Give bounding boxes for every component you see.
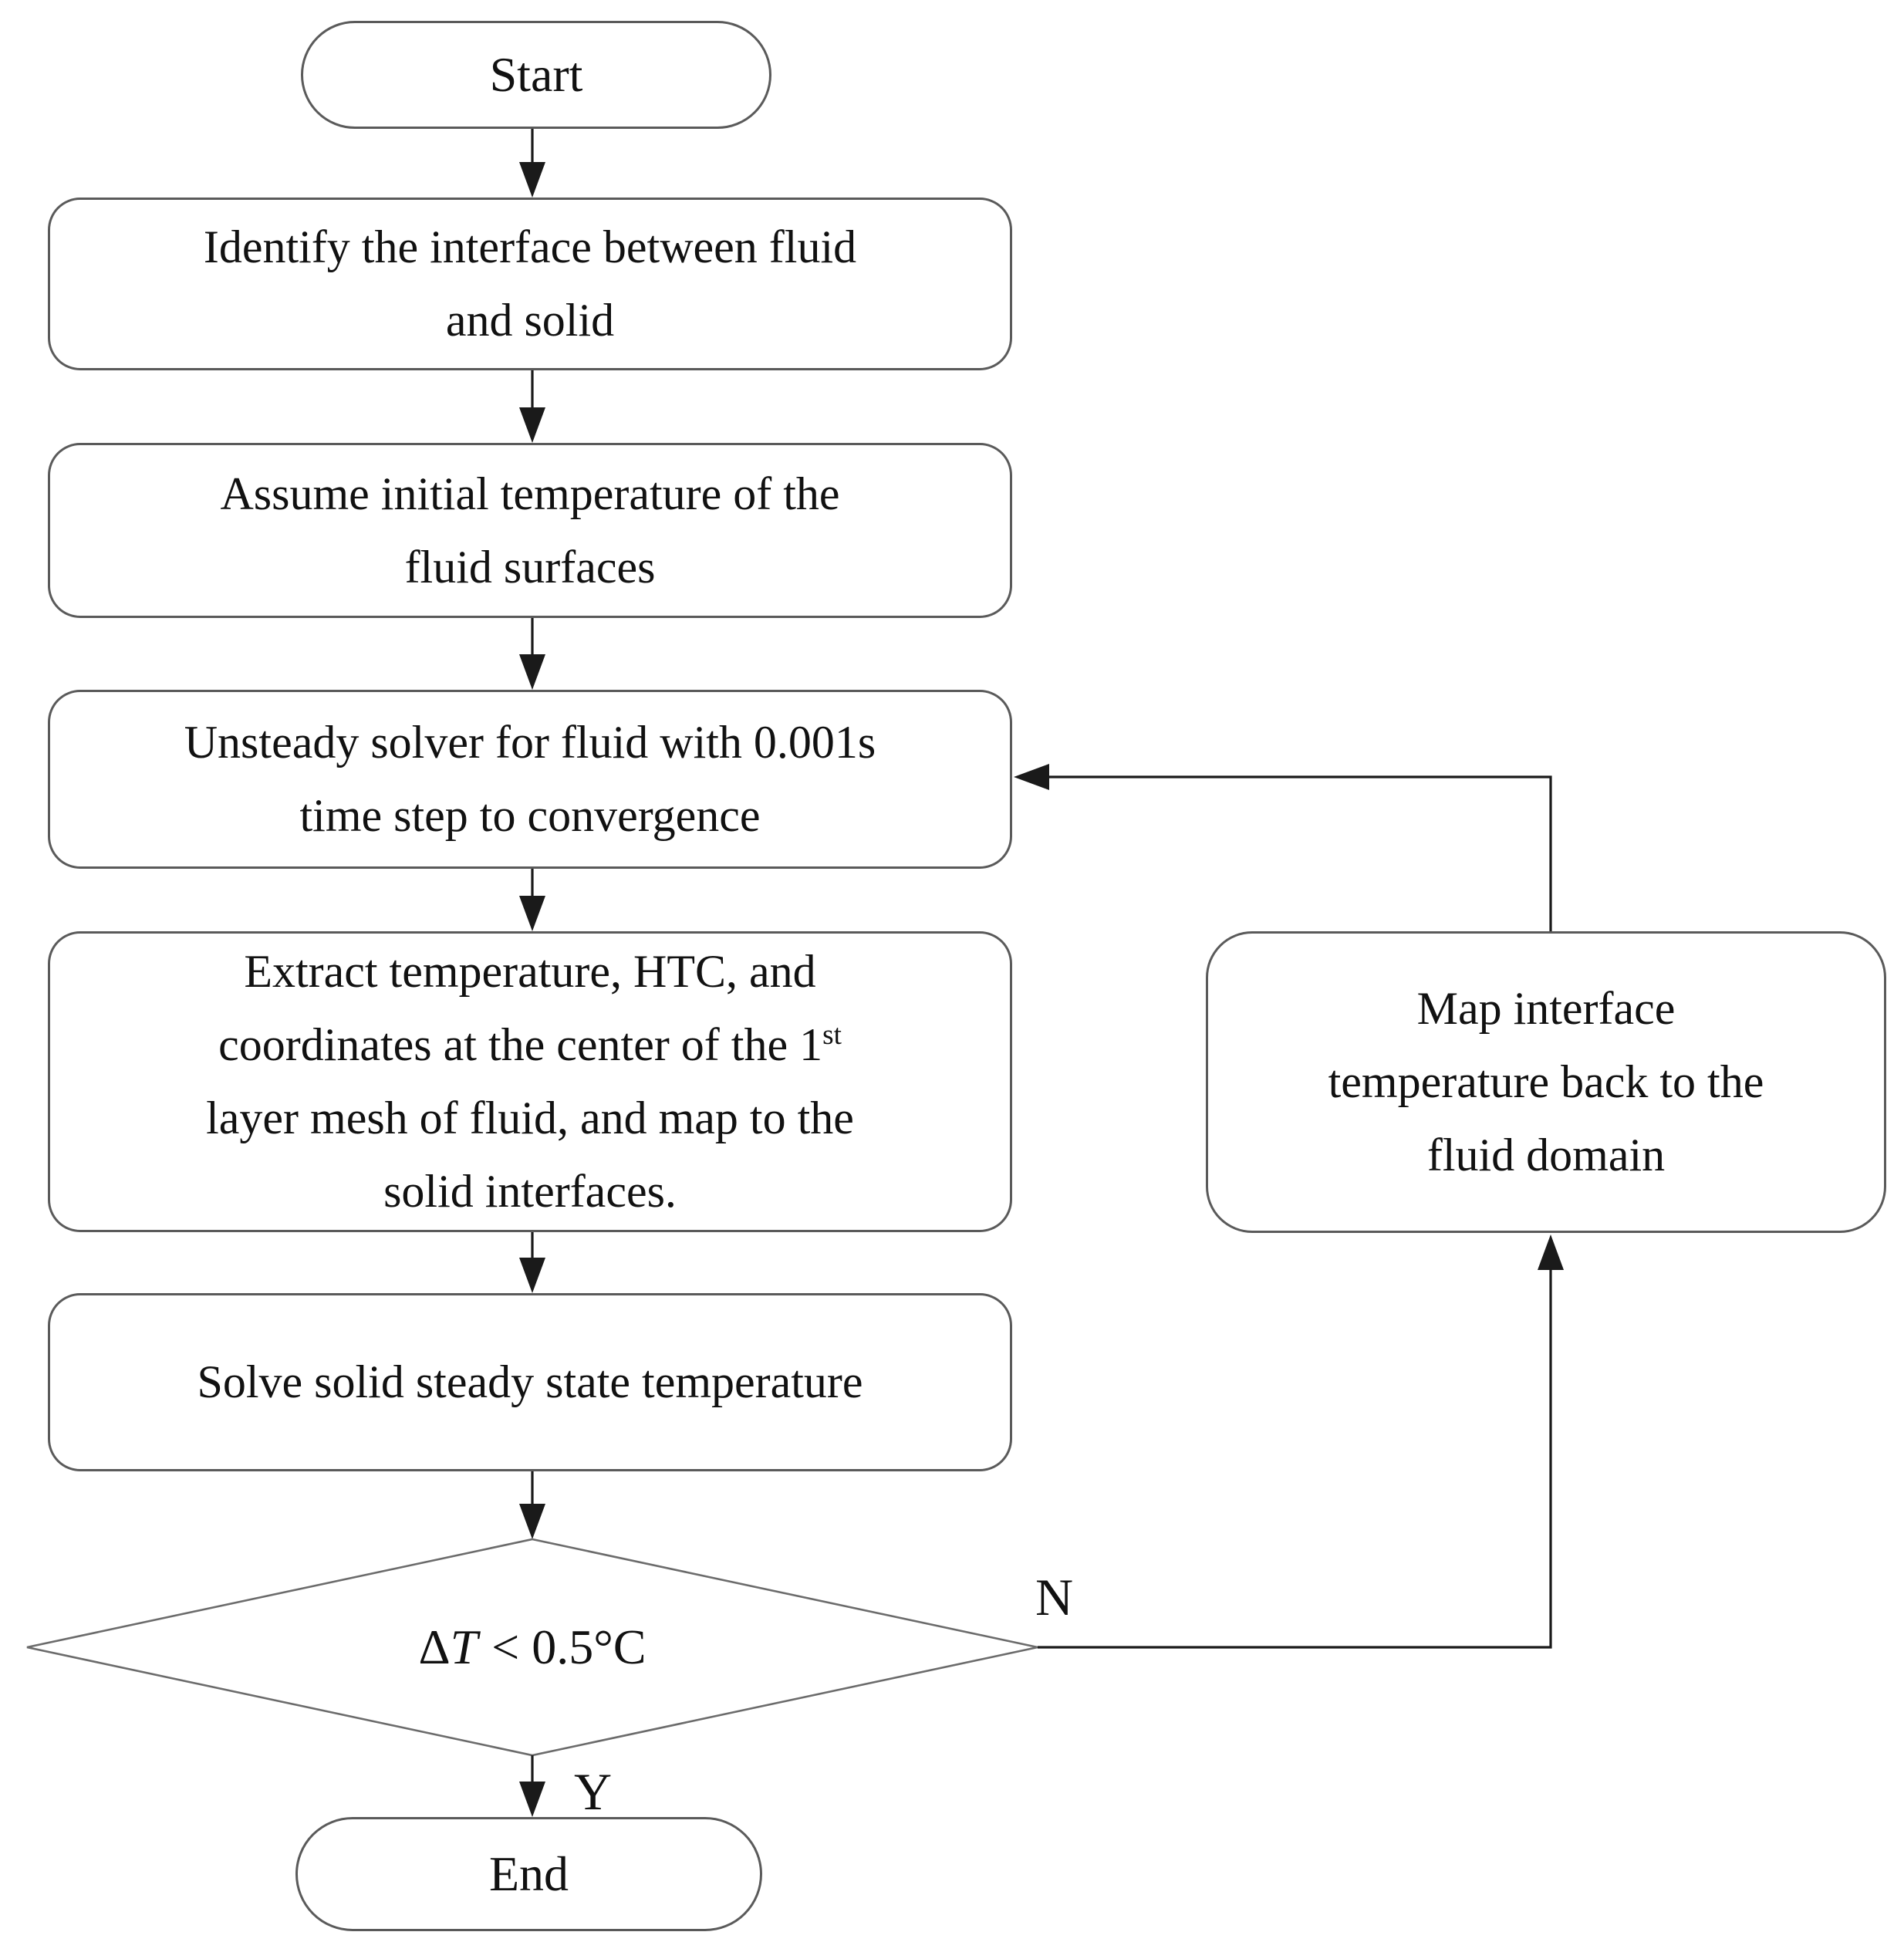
connector-decision-end <box>519 1755 545 1817</box>
node-identify-line: Identify the interface between fluid <box>203 221 857 273</box>
node-assume-line: Assume initial temperature of the <box>220 468 840 519</box>
node-end-label: End <box>488 1846 569 1902</box>
connector-solver-extract <box>519 869 545 931</box>
node-assume-line: fluid surfaces <box>404 541 656 593</box>
node-unsteady-solver: Unsteady solver for fluid with 0.001s ti… <box>48 690 1012 869</box>
node-mapback-line: fluid domain <box>1426 1129 1666 1180</box>
decision-temperature-variable: T <box>450 1619 478 1674</box>
node-identify-line: and solid <box>445 295 615 346</box>
edge-label-yes: Y <box>574 1762 613 1821</box>
node-identify-interface: Identify the interface between fluid and… <box>48 198 1012 370</box>
node-end: End <box>295 1817 762 1931</box>
node-extract-line2-text: coordinates at the center of the 1 <box>218 1019 823 1071</box>
decision-delta-symbol: Δ <box>418 1619 451 1674</box>
node-extract-superscript: st <box>822 1019 842 1052</box>
connector-extract-solvesolid <box>519 1232 545 1293</box>
node-extract-map: Extract temperature, HTC, and coordinate… <box>48 931 1012 1232</box>
connector-identify-assume <box>519 370 545 443</box>
connector-decision-mapback <box>1038 1234 1564 1649</box>
node-extract-line: coordinates at the center of the 1st <box>218 1008 842 1082</box>
node-extract-line: layer mesh of fluid, and map to the <box>206 1093 854 1143</box>
node-extract-line: solid interfaces. <box>383 1165 677 1217</box>
decision-threshold: < 0.5°C <box>491 1619 646 1674</box>
node-start-label: Start <box>489 47 583 103</box>
node-solve-solid: Solve solid steady state temperature <box>48 1293 1012 1471</box>
node-assume-initial-temperature: Assume initial temperature of the fluid … <box>48 443 1012 618</box>
connector-mapback-solver <box>1014 764 1552 931</box>
node-solve-solid-label: Solve solid steady state temperature <box>197 1356 863 1408</box>
node-mapback-line: Map interface <box>1416 983 1676 1035</box>
node-start: Start <box>301 21 771 129</box>
node-extract-line: Extract temperature, HTC, and <box>244 946 816 998</box>
node-mapback-line: temperature back to the <box>1328 1056 1764 1108</box>
connector-start-identify <box>519 129 545 198</box>
edge-label-no: N <box>1035 1568 1074 1626</box>
connector-assume-solver <box>519 618 545 690</box>
node-map-interface-back: Map interface temperature back to the fl… <box>1206 931 1886 1233</box>
connector-solvesolid-decision <box>519 1471 545 1539</box>
node-solver-line: time step to convergence <box>299 790 761 841</box>
node-solver-line: Unsteady solver for fluid with 0.001s <box>184 717 876 768</box>
